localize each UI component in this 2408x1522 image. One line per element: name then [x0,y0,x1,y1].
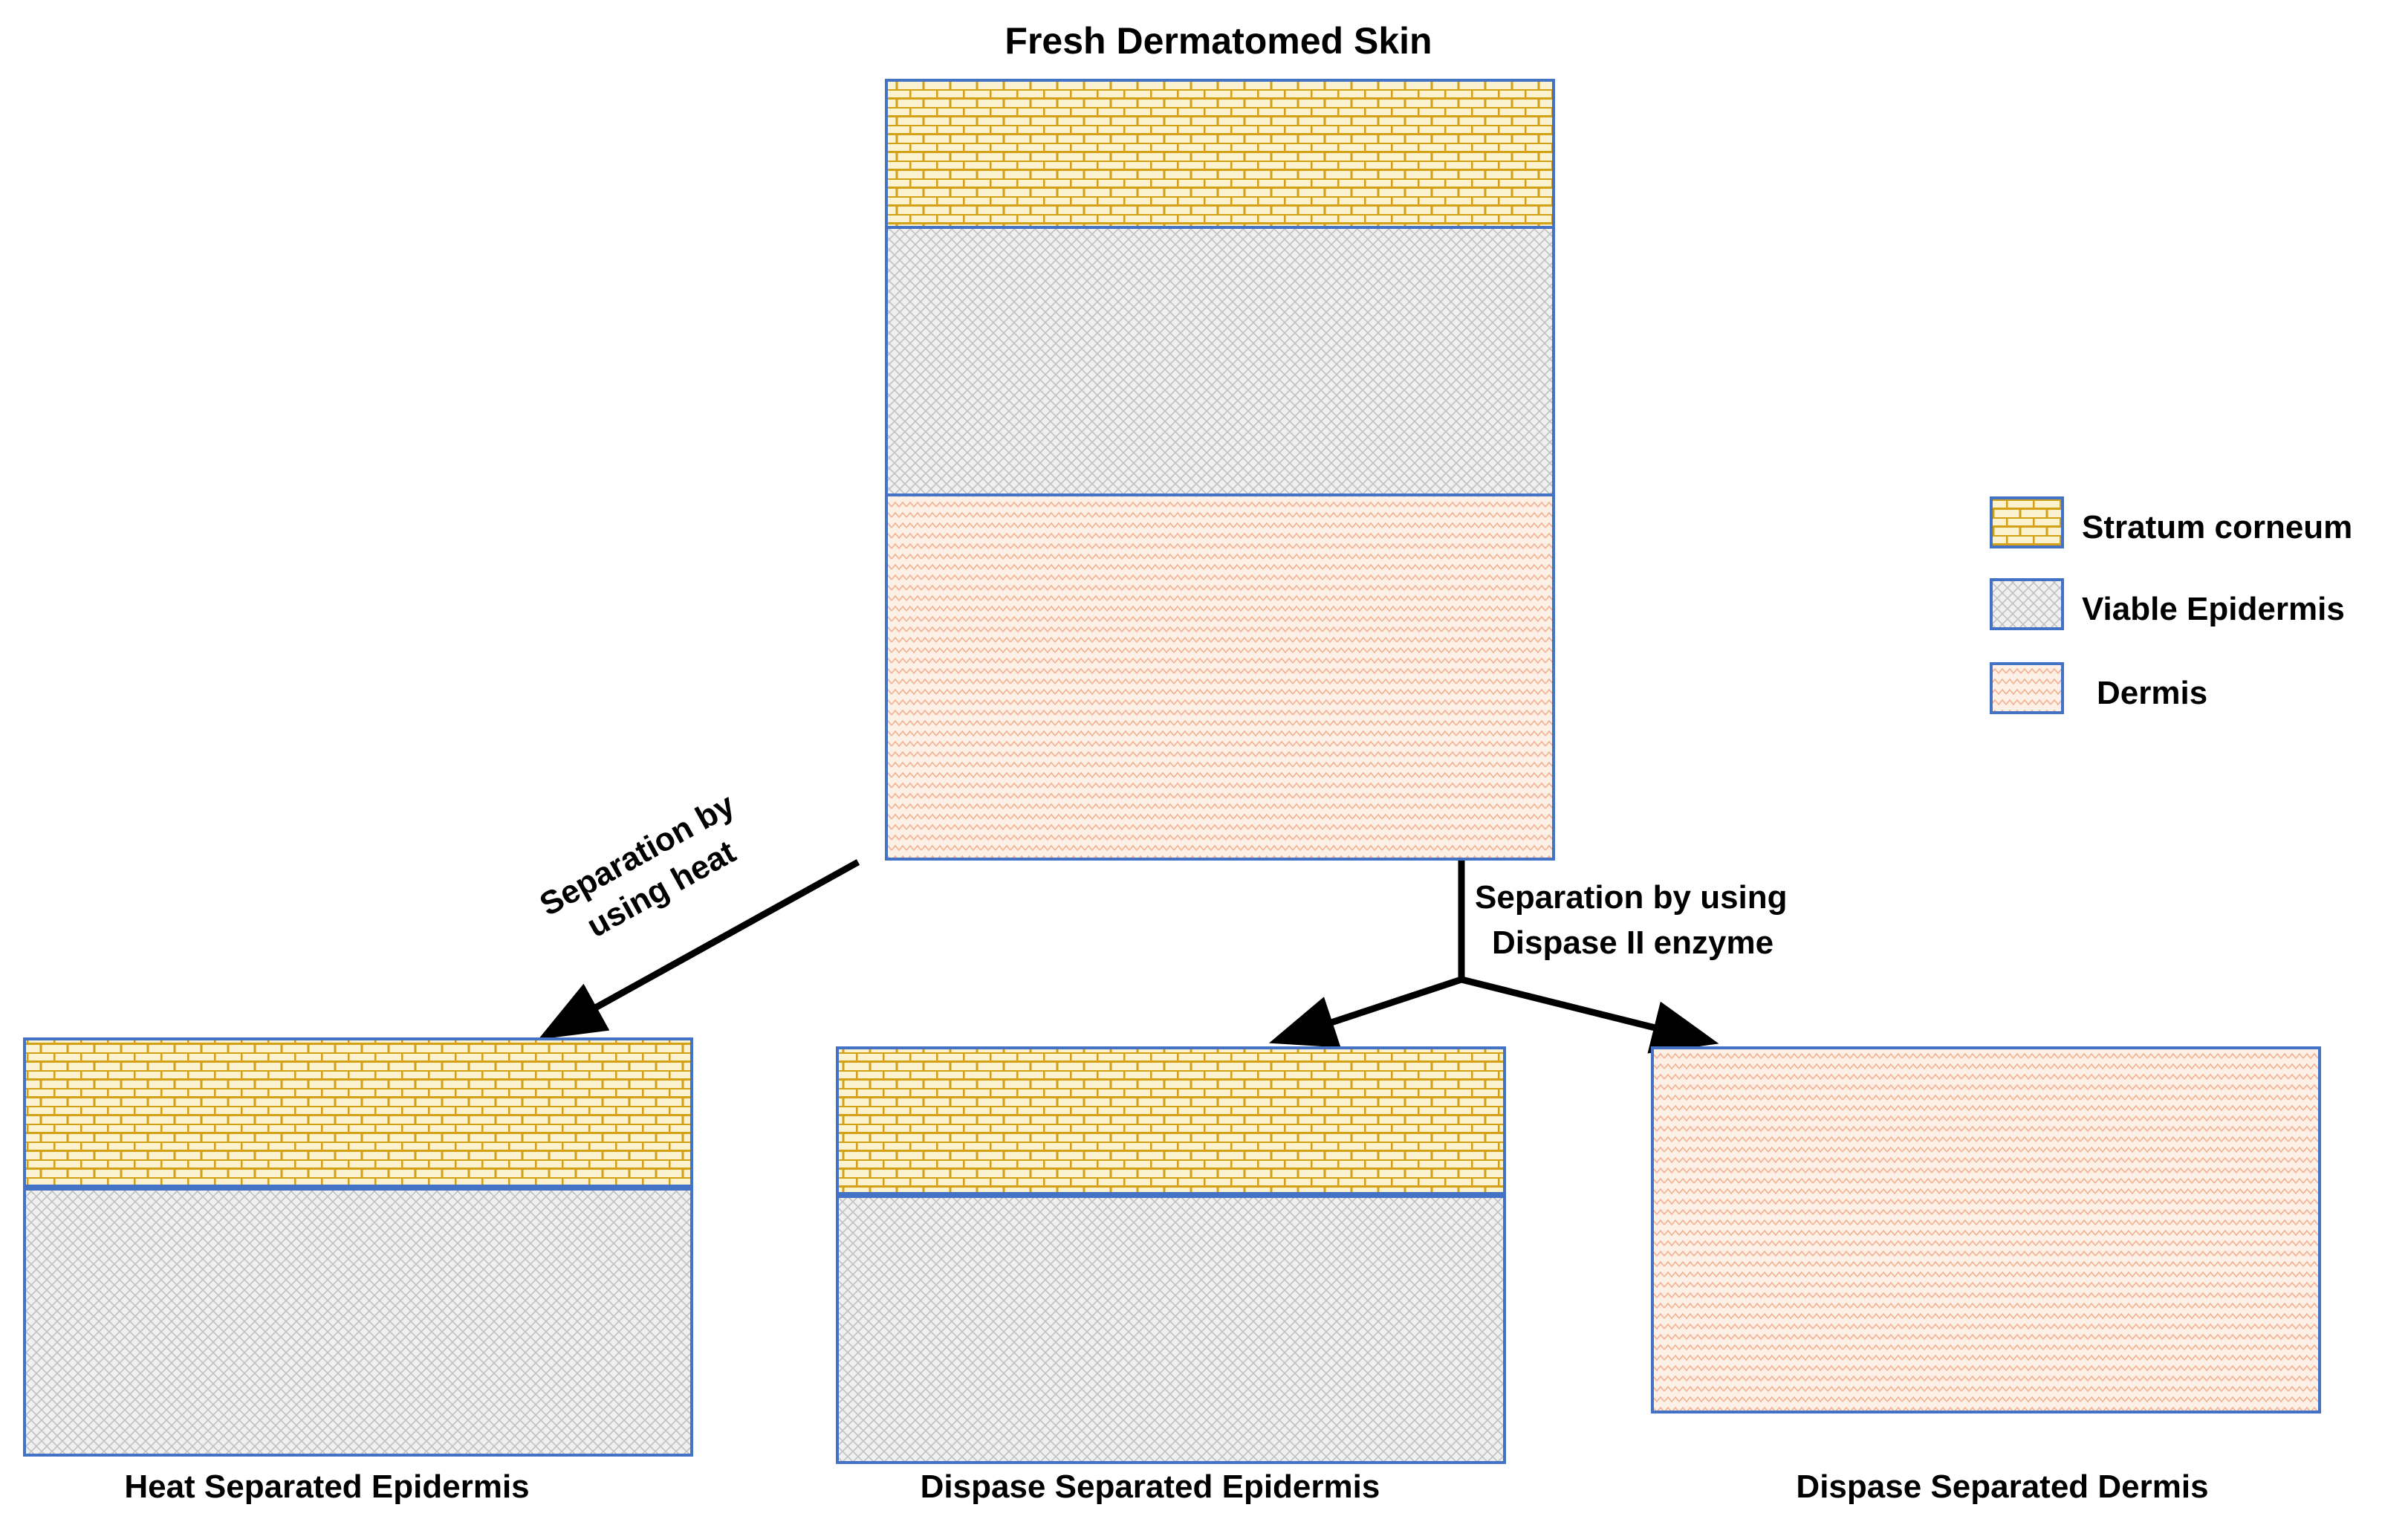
dispase-separated-epidermis-block [836,1046,1506,1464]
dispase-separation-label: Separation by using Dispase II enzyme [1475,879,1797,961]
legend-label-viable-epidermis: Viable Epidermis [2082,591,2345,627]
legend-label-stratum-corneum: Stratum corneum [2082,509,2352,545]
dispase-separated-dermis-block [1651,1046,2321,1413]
legend-swatch-stratum-corneum [1990,496,2064,548]
dispase-stratum-corneum-layer [836,1046,1506,1196]
dispase-label-line1: Separation by using [1475,879,1788,916]
diagram-title: Fresh Dermatomed Skin [1005,20,1432,62]
dispase-epidermis-arrow [1268,976,1463,1048]
legend-swatch-dermis [1990,662,2064,714]
heat-stratum-corneum-layer [23,1037,693,1189]
fresh-stratum-corneum-layer [885,79,1555,229]
fresh-viable-epidermis-layer [885,226,1555,496]
heat-viable-epidermis-layer [23,1186,693,1457]
fresh-dermis-layer [885,493,1555,861]
dispase-label-line2: Dispase II enzyme [1492,924,1773,961]
legend: Stratum corneum Viable Epidermis Dermis [1990,496,2352,714]
heat-separation-arrow [538,859,860,1040]
legend-swatch-viable-epidermis [1990,578,2064,630]
legend-label-dermis: Dermis [2097,675,2207,711]
dispase-epidermis-caption: Dispase Separated Epidermis [921,1468,1380,1505]
dispase-separation-arrows [1268,861,1719,1054]
dispase-viable-epidermis-layer [836,1194,1506,1464]
dispase-dermis-arrow [1460,976,1719,1054]
heat-separated-epidermis-block [23,1037,693,1457]
heat-epidermis-caption: Heat Separated Epidermis [124,1468,529,1505]
fresh-skin-block [885,79,1555,861]
dispase-dermis-caption: Dispase Separated Dermis [1796,1468,2208,1505]
